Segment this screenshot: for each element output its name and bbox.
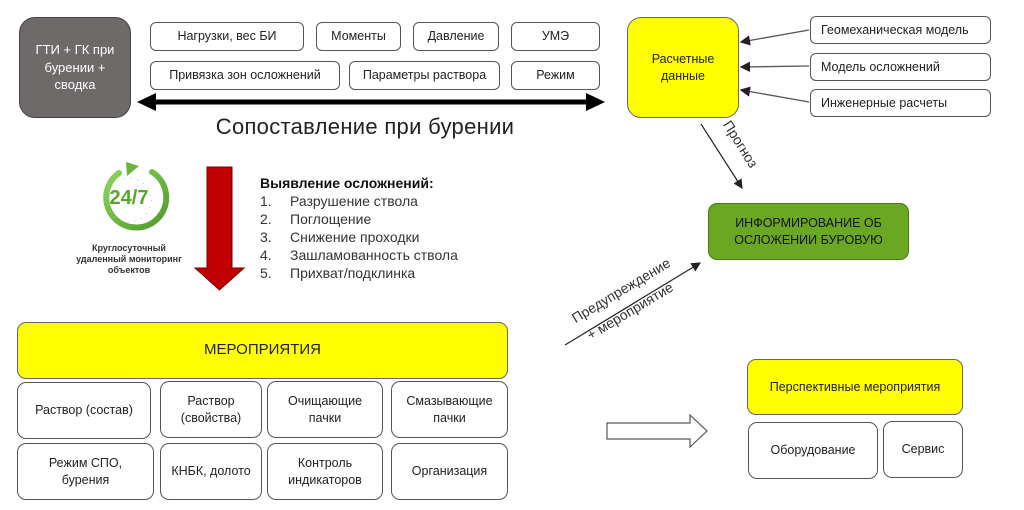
measure-mud-composition-label: Раствор (состав) xyxy=(35,403,133,418)
measure-organization-label: Организация xyxy=(411,464,488,479)
calculated-data-label: Расчетные данные xyxy=(651,51,715,83)
detection-item: 1. Разрушение ствола xyxy=(260,192,520,210)
prospective-service-label: Сервис xyxy=(901,442,945,457)
measure-indicator-control-label: Контроль индикаторов xyxy=(288,455,362,487)
detection-item-text: Зашламованность ствола xyxy=(290,247,458,263)
source-data-label: ГТИ + ГК при бурении + сводка xyxy=(35,42,115,93)
detection-item-text: Разрушение ствола xyxy=(290,193,418,209)
detection-item-num: 1. xyxy=(260,193,272,209)
param-mud[interactable]: Параметры раствора xyxy=(349,61,500,90)
param-mud-label: Параметры раствора xyxy=(362,68,487,83)
arrow-complications-model-to-calc xyxy=(739,61,810,73)
param-ume[interactable]: УМЭ xyxy=(511,22,600,51)
input-geomechanical-model-label: Геомеханическая модель xyxy=(821,22,969,37)
prospective-equipment[interactable]: Оборудование xyxy=(748,422,878,479)
detection-list: Выявление осложнений: 1. Разрушение ствол… xyxy=(260,174,520,282)
measure-cleaning-pills-label: Очищающие пачки xyxy=(287,393,363,425)
detection-item-text: Поглощение xyxy=(290,211,372,227)
input-engineering-calcs[interactable]: Инженерные расчеты xyxy=(810,89,991,117)
monitoring-caption: Круглосуточный удаленный мониторинг объе… xyxy=(76,243,182,275)
detection-item-num: 4. xyxy=(260,247,272,263)
measure-tripping-drilling-mode[interactable]: Режим СПО, бурения xyxy=(17,443,154,500)
arrow-geomech-to-calc xyxy=(739,29,810,46)
input-geomechanical-model[interactable]: Геомеханическая модель xyxy=(810,16,991,44)
measure-cleaning-pills[interactable]: Очищающие пачки xyxy=(267,381,383,438)
measure-bha-bit-label: КНБК, долото xyxy=(171,464,251,479)
param-zone-binding-label: Привязка зон осложнений xyxy=(169,68,321,83)
param-mode-label: Режим xyxy=(536,68,575,83)
param-pressure-label: Давление xyxy=(427,29,485,44)
informing-driller-box[interactable]: ИНФОРМИРОВАНИЕ ОБ ОСЛОЖЕНИИ БУРОВУЮ xyxy=(708,203,909,260)
detection-item-text: Прихват/подклинка xyxy=(290,265,416,281)
param-mode[interactable]: Режим xyxy=(511,61,600,90)
hollow-right-arrow xyxy=(606,413,708,449)
detection-item: 5. Прихват/подклинка xyxy=(260,264,520,282)
prospective-equipment-label: Оборудование xyxy=(770,443,856,458)
red-down-arrow xyxy=(193,166,246,291)
param-zone-binding[interactable]: Привязка зон осложнений xyxy=(150,61,340,90)
input-complications-model-label: Модель осложнений xyxy=(821,59,940,74)
prospective-measures-title: Перспективные мероприятия xyxy=(769,379,941,394)
measure-mud-properties-label: Раствор (свойства) xyxy=(180,393,242,425)
param-loads[interactable]: Нагрузки, вес БИ xyxy=(150,22,304,51)
detection-item: 4. Зашламованность ствола xyxy=(260,246,520,264)
detection-item-num: 5. xyxy=(260,265,272,281)
measure-lubricating-pills-label: Смазывающие пачки xyxy=(406,393,493,425)
detection-item-num: 2. xyxy=(260,211,272,227)
measure-mud-composition[interactable]: Раствор (состав) xyxy=(17,382,151,439)
measures-header[interactable]: МЕРОПРИЯТИЯ xyxy=(17,322,508,379)
prospective-service[interactable]: Сервис xyxy=(883,421,963,478)
monitoring-badge-text: 24/7 xyxy=(109,187,149,209)
param-pressure[interactable]: Давление xyxy=(413,22,499,51)
param-loads-label: Нагрузки, вес БИ xyxy=(177,29,277,44)
warning-arrow xyxy=(564,262,702,346)
measure-bha-bit[interactable]: КНБК, долото xyxy=(160,443,262,500)
measure-organization[interactable]: Организация xyxy=(391,443,508,500)
param-torques[interactable]: Моменты xyxy=(316,22,401,51)
detection-title: Выявление осложнений: xyxy=(260,175,434,191)
calculated-data-box[interactable]: Расчетные данные xyxy=(627,17,739,118)
input-complications-model[interactable]: Модель осложнений xyxy=(810,53,991,81)
measure-mud-properties[interactable]: Раствор (свойства) xyxy=(160,381,262,438)
monitoring-247-icon xyxy=(103,162,170,231)
comparison-double-arrow xyxy=(137,93,605,111)
detection-item: 3. Снижение проходки xyxy=(260,228,520,246)
measure-lubricating-pills[interactable]: Смазывающие пачки xyxy=(391,381,508,438)
measure-indicator-control[interactable]: Контроль индикаторов xyxy=(267,443,383,500)
comparison-label: Сопоставление при бурении xyxy=(215,114,515,139)
input-engineering-calcs-label: Инженерные расчеты xyxy=(821,95,948,110)
prospective-measures-header[interactable]: Перспективные мероприятия xyxy=(747,359,963,415)
param-torques-label: Моменты xyxy=(331,29,386,44)
forecast-arrow xyxy=(700,123,743,190)
detection-item-text: Снижение проходки xyxy=(290,229,420,245)
measures-title: МЕРОПРИЯТИЯ xyxy=(203,341,322,359)
source-data-box[interactable]: ГТИ + ГК при бурении + сводка xyxy=(19,17,131,118)
informing-driller-label: ИНФОРМИРОВАНИЕ ОБ ОСЛОЖЕНИИ БУРОВУЮ xyxy=(734,215,883,247)
param-ume-label: УМЭ xyxy=(541,29,570,44)
arrow-engineering-to-calc xyxy=(739,86,810,103)
detection-item: 2. Поглощение xyxy=(260,210,520,228)
detection-item-num: 3. xyxy=(260,229,272,245)
measure-tripping-drilling-mode-label: Режим СПО, бурения xyxy=(48,455,123,487)
